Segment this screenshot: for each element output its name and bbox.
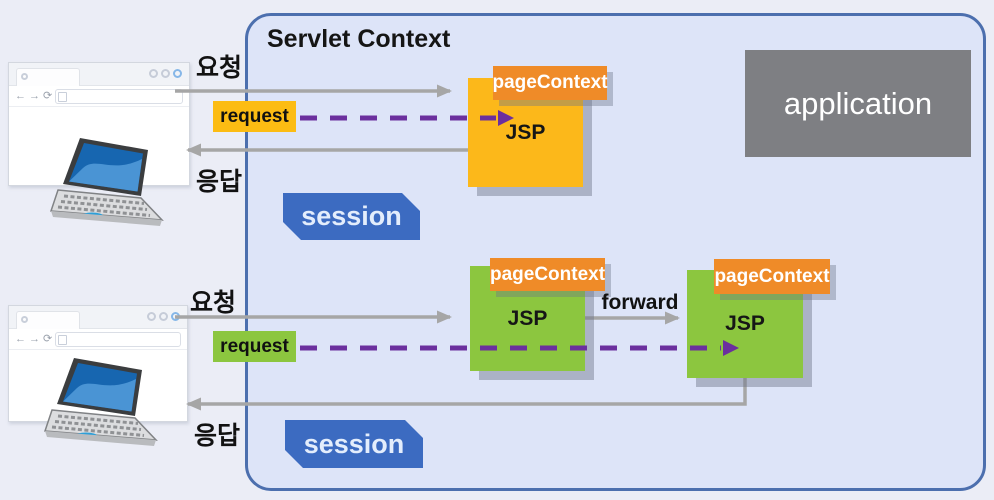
- window-buttons: [149, 69, 182, 78]
- application-scope-box: application: [745, 50, 971, 157]
- window-circle-icon: [173, 69, 182, 78]
- window-circle-icon: [171, 312, 180, 321]
- window-circle-icon: [147, 312, 156, 321]
- favicon-icon: [21, 316, 28, 323]
- browser-toolbar: ← → ⟳: [9, 329, 187, 350]
- laptop-icon: [50, 138, 164, 226]
- page-icon: [58, 91, 68, 102]
- session-scope-badge-bottom: session: [285, 420, 423, 468]
- session-scope-badge-top: session: [283, 193, 420, 240]
- response-label-bottom: 응답: [193, 422, 240, 450]
- response-label-top: 응답: [195, 168, 242, 196]
- page-context-tag-top: pageContext: [492, 66, 608, 100]
- browser-titlebar: [9, 306, 187, 329]
- window-circle-icon: [149, 69, 158, 78]
- request-label-bottom: 요청: [189, 289, 236, 317]
- back-icon: ←: [15, 89, 26, 102]
- request-scope-box-bottom: request: [213, 331, 296, 362]
- browser-toolbar: ← → ⟳: [9, 86, 189, 107]
- laptop-icon: [44, 358, 158, 446]
- favicon-icon: [21, 73, 28, 80]
- servlet-context-title: Servlet Context: [267, 25, 451, 53]
- page-context-tag-bottom-second: pageContext: [714, 259, 830, 294]
- browser-tab: [16, 68, 80, 86]
- page-context-tag-bottom-first: pageContext: [490, 258, 605, 291]
- back-icon: ←: [15, 332, 26, 345]
- refresh-icon: ⟳: [43, 89, 53, 102]
- forward-icon: →: [29, 89, 40, 102]
- browser-tab: [16, 311, 80, 329]
- request-label-top: 요청: [195, 54, 242, 82]
- refresh-icon: ⟳: [43, 332, 53, 345]
- request-scope-box-top: request: [213, 101, 296, 132]
- forward-icon: →: [29, 332, 40, 345]
- page-icon: [58, 334, 68, 345]
- url-bar: [55, 331, 181, 347]
- url-bar: [55, 88, 183, 104]
- window-circle-icon: [161, 69, 170, 78]
- browser-titlebar: [9, 63, 189, 86]
- window-buttons: [147, 312, 180, 321]
- window-circle-icon: [159, 312, 168, 321]
- forward-label: forward: [601, 291, 679, 314]
